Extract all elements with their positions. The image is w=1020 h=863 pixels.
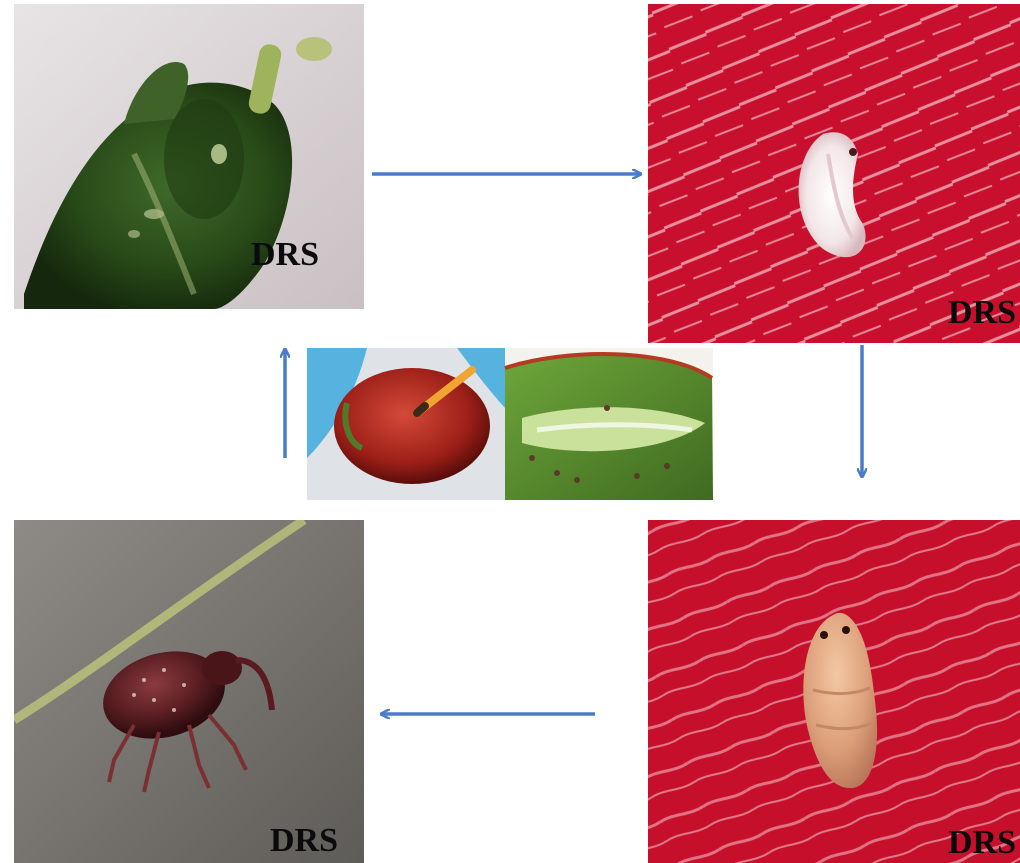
fruit-damage-photo bbox=[307, 348, 713, 500]
egg-drs-label: DRS bbox=[251, 238, 319, 272]
larva-stage-photo: DRS bbox=[648, 4, 1020, 343]
pupa-stage-photo: DRS bbox=[648, 520, 1020, 863]
fruit-damage-illustration bbox=[307, 348, 713, 500]
pupa-stage-illustration bbox=[648, 520, 1020, 863]
larva-stage-illustration bbox=[648, 4, 1020, 343]
larva-drs-label: DRS bbox=[948, 296, 1016, 330]
adult-drs-label: DRS bbox=[270, 824, 338, 858]
adult-stage-photo: DRS bbox=[14, 520, 364, 863]
egg-stage-photo: DRS bbox=[14, 4, 364, 309]
pupa-drs-label: DRS bbox=[948, 826, 1016, 860]
adult-stage-illustration bbox=[14, 520, 364, 863]
